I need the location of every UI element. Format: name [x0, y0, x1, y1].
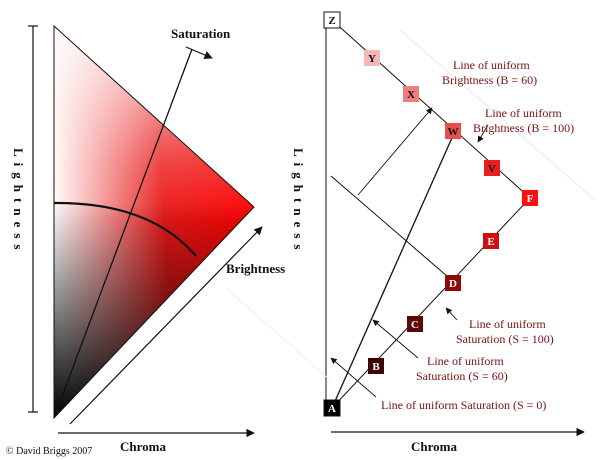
swatch-x: X: [403, 86, 419, 102]
swatch-box-z: [323, 11, 341, 29]
brightness-arrow: [69, 226, 263, 425]
right-chroma-label: Chroma: [411, 439, 457, 454]
swatch-box-x: [403, 86, 419, 102]
swatch-letter-x: X: [407, 89, 415, 101]
saturation-line: [53, 48, 193, 419]
faint-guide-1: [399, 29, 596, 201]
annotation-saturation-100-line1: Line of uniform: [469, 317, 546, 331]
left-lightness-label: Lightness: [11, 148, 26, 255]
swatch-box-w: [445, 123, 461, 139]
swatch-letter-y: Y: [368, 53, 376, 65]
annotation-saturation-0-line1: Line of uniform Saturation (S = 0): [381, 398, 546, 412]
brightness-100-leader: [477, 124, 489, 143]
saturation-100-leader: [445, 307, 458, 321]
annotation-saturation-60: Line of uniform Saturation (S = 60): [416, 354, 508, 383]
swatch-box-y: [364, 50, 380, 66]
swatch-box-d: [445, 275, 461, 291]
annotation-saturation-60-line2: Saturation (S = 60): [416, 369, 508, 383]
annotation-saturation-0: Line of uniform Saturation (S = 0): [381, 398, 546, 412]
swatch-w: W: [445, 123, 461, 139]
annotation-brightness-60-line1: Line of uniform: [453, 58, 530, 72]
swatch-box-e: [483, 233, 499, 249]
left-chroma-label: Chroma: [120, 439, 166, 454]
swatch-box-b: [368, 358, 384, 374]
left-diagram: Lightness Saturation Brightness Chroma ©…: [6, 24, 285, 457]
swatch-letter-z: Z: [328, 15, 335, 27]
faint-guide-2: [225, 287, 331, 381]
swatch-letter-c: C: [411, 319, 419, 331]
swatch-a: A: [323, 399, 341, 417]
swatch-box-a: [323, 399, 341, 417]
copyright-text: © David Briggs 2007: [6, 446, 92, 457]
saturation-0-leader: [330, 357, 377, 398]
swatch-letter-d: D: [449, 278, 457, 290]
brightness-label: Brightness: [226, 261, 285, 276]
swatch-letter-w: W: [448, 126, 459, 138]
saturation-label: Saturation: [171, 26, 231, 41]
annotation-brightness-100-line1: Line of uniform: [485, 106, 562, 120]
right-lightness-label: Lightness: [291, 148, 306, 255]
swatch-box-c: [407, 316, 423, 332]
brightness-line-d: [330, 175, 456, 284]
swatch-box-v: [484, 160, 500, 176]
annotation-saturation-100-line2: Saturation (S = 100): [456, 332, 554, 346]
annotation-brightness-60-line2: Brightness (B = 60): [442, 73, 537, 87]
brightness-arc: [53, 201, 197, 257]
annotation-brightness-100: Line of uniform Brightness (B = 100): [473, 106, 574, 135]
swatch-letter-a: A: [328, 403, 336, 415]
brightness-60-line: [357, 107, 433, 196]
annotation-saturation-100: Line of uniform Saturation (S = 100): [456, 317, 554, 346]
swatch-f: F: [522, 190, 538, 206]
swatch-letter-b: B: [372, 361, 380, 373]
swatch-d: D: [445, 275, 461, 291]
swatch-box-f: [522, 190, 538, 206]
swatch-letter-v: V: [488, 163, 496, 175]
swatch-v: V: [484, 160, 500, 176]
right-diagram: Lightness Z Y X W V F E D C B A Line of uniform Br…: [225, 11, 596, 454]
annotation-saturation-60-line1: Line of uniform: [427, 354, 504, 368]
swatch-z: Z: [323, 11, 341, 29]
swatch-e: E: [483, 233, 499, 249]
color-triangle-outline: [53, 24, 255, 420]
swatch-b: B: [368, 358, 384, 374]
saturation-60-leader: [372, 319, 419, 359]
saturation-line-w: [331, 130, 456, 409]
swatch-letter-f: F: [527, 193, 534, 205]
swatch-letter-e: E: [487, 236, 494, 248]
swatch-group: Z Y X W V F E D C B A: [323, 11, 538, 417]
swatch-y: Y: [364, 50, 380, 66]
annotation-brightness-60: Line of uniform Brightness (B = 60): [442, 58, 537, 87]
swatch-c: C: [407, 316, 423, 332]
annotation-brightness-100-line2: Brightness (B = 100): [473, 121, 574, 135]
saturation-arrow: [185, 46, 213, 59]
